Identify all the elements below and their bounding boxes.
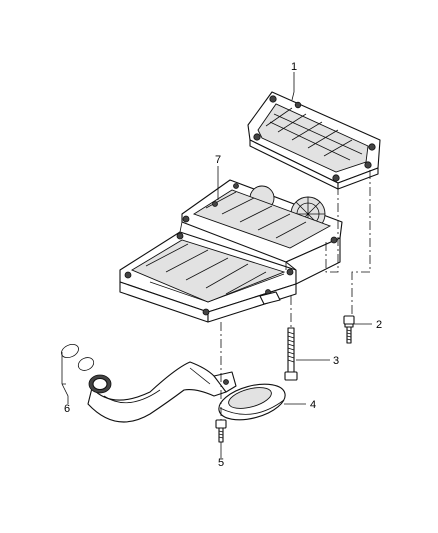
callout-5: 5 bbox=[218, 457, 224, 469]
callout-1: 1 bbox=[291, 61, 297, 73]
oil-pickup-tube bbox=[61, 343, 237, 423]
pickup-bolt bbox=[215, 419, 227, 443]
callout-4: 4 bbox=[310, 399, 316, 411]
callout-7: 7 bbox=[215, 154, 221, 166]
callout-2: 2 bbox=[376, 319, 382, 331]
bolt-long bbox=[284, 327, 298, 381]
callout-3: 3 bbox=[333, 355, 339, 367]
bolt-small bbox=[343, 315, 355, 344]
leader-lines bbox=[61, 72, 372, 458]
balance-shaft-housing bbox=[119, 179, 343, 323]
oil-pickup-screen bbox=[218, 383, 286, 421]
balance-shaft-cover bbox=[247, 91, 381, 190]
callout-6: 6 bbox=[64, 403, 70, 415]
